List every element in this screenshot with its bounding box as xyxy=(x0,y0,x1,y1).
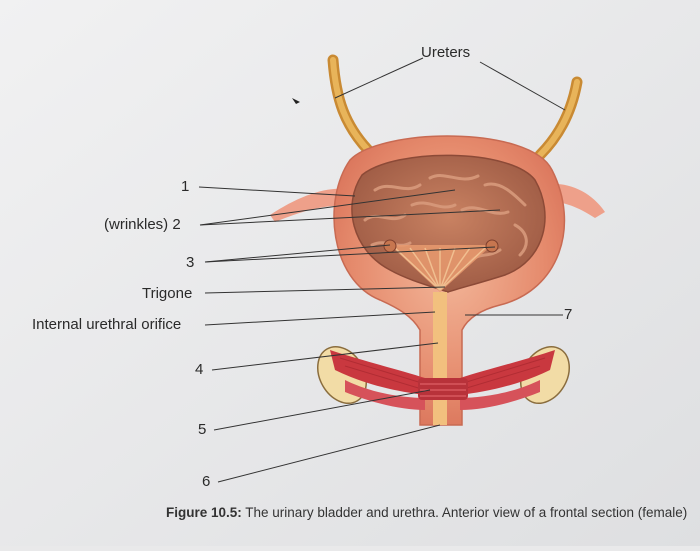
left-muscle xyxy=(330,350,425,395)
label-5: 5 xyxy=(198,421,207,438)
label-2-wrinkles: (wrinkles) 2 xyxy=(104,216,181,233)
rugae-folds xyxy=(363,174,528,264)
label-internal-urethral-orifice: Internal urethral orifice xyxy=(32,316,182,333)
leader-lines xyxy=(198,57,566,483)
label-1: 1 xyxy=(181,178,190,195)
label-3: 3 xyxy=(186,254,195,271)
label-4: 4 xyxy=(195,361,204,378)
caption-figure-number: Figure 10.5: xyxy=(166,505,242,520)
left-ureteral-orifice xyxy=(383,239,397,253)
urethral-sphincter xyxy=(418,378,468,400)
urethra-lumen xyxy=(433,292,447,425)
left-fold xyxy=(270,188,352,222)
right-muscle xyxy=(460,350,555,395)
label-7: 7 xyxy=(564,306,573,323)
label-trigone: Trigone xyxy=(142,285,193,302)
label-ureters: Ureters xyxy=(421,44,471,61)
bladder-cavity xyxy=(351,154,546,293)
caption-text: The urinary bladder and urethra. Anterio… xyxy=(241,505,688,520)
label-6: 6 xyxy=(202,473,211,490)
figure-caption: Figure 10.5: The urinary bladder and ure… xyxy=(166,505,696,520)
right-ureteral-orifice xyxy=(485,239,499,253)
cursor-arrow-icon xyxy=(292,98,300,104)
